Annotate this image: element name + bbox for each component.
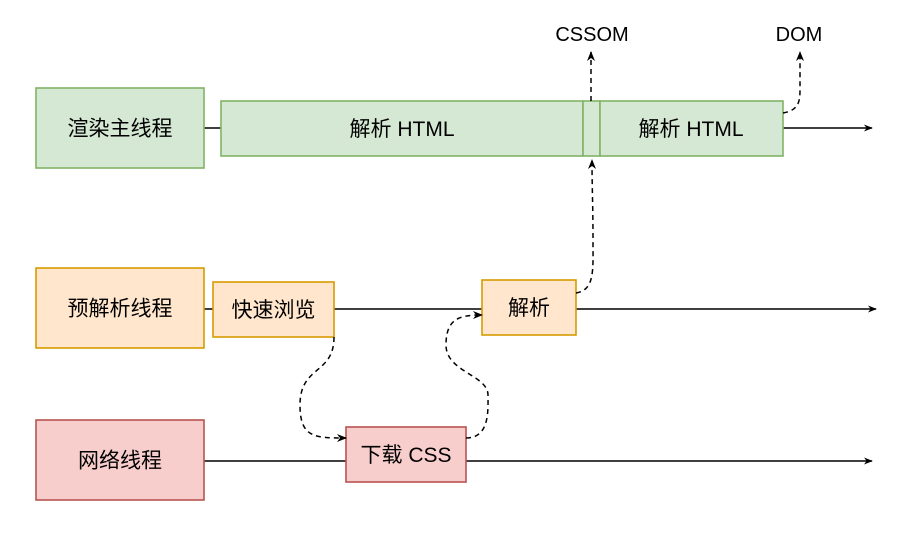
dom-output-label: DOM bbox=[776, 24, 823, 46]
network-thread-label: 网络线程 bbox=[78, 450, 162, 473]
parse-task: 解析 bbox=[481, 279, 577, 336]
parse-to-render-arrow bbox=[575, 159, 597, 294]
render-thread-label: 渲染主线程 bbox=[68, 118, 173, 141]
cssom-output-label: CSSOM bbox=[555, 24, 628, 46]
download-css-task: 下载 CSS bbox=[345, 426, 467, 483]
download-css-task-label: 下载 CSS bbox=[360, 444, 451, 467]
download-to-parse-arrow bbox=[445, 311, 489, 439]
quick-browse-to-download-arrow bbox=[299, 336, 347, 442]
parse-html-task-2: 解析 HTML bbox=[599, 100, 784, 157]
parse-css-slice bbox=[582, 100, 601, 157]
render-thread-box: 渲染主线程 bbox=[35, 87, 205, 169]
quick-browse-task-label: 快速浏览 bbox=[232, 299, 316, 322]
preparse-thread-box: 预解析线程 bbox=[35, 267, 205, 349]
parse-html-task-1-label: 解析 HTML bbox=[350, 118, 455, 141]
render-to-dom-arrow bbox=[782, 51, 804, 114]
quick-browse-task: 快速浏览 bbox=[212, 281, 335, 338]
network-thread-box: 网络线程 bbox=[35, 419, 205, 501]
parse-task-label: 解析 bbox=[508, 297, 550, 320]
preparse-thread-label: 预解析线程 bbox=[68, 298, 173, 321]
parse-html-task-1: 解析 HTML bbox=[220, 100, 584, 157]
parse-html-task-2-label: 解析 HTML bbox=[639, 118, 744, 141]
